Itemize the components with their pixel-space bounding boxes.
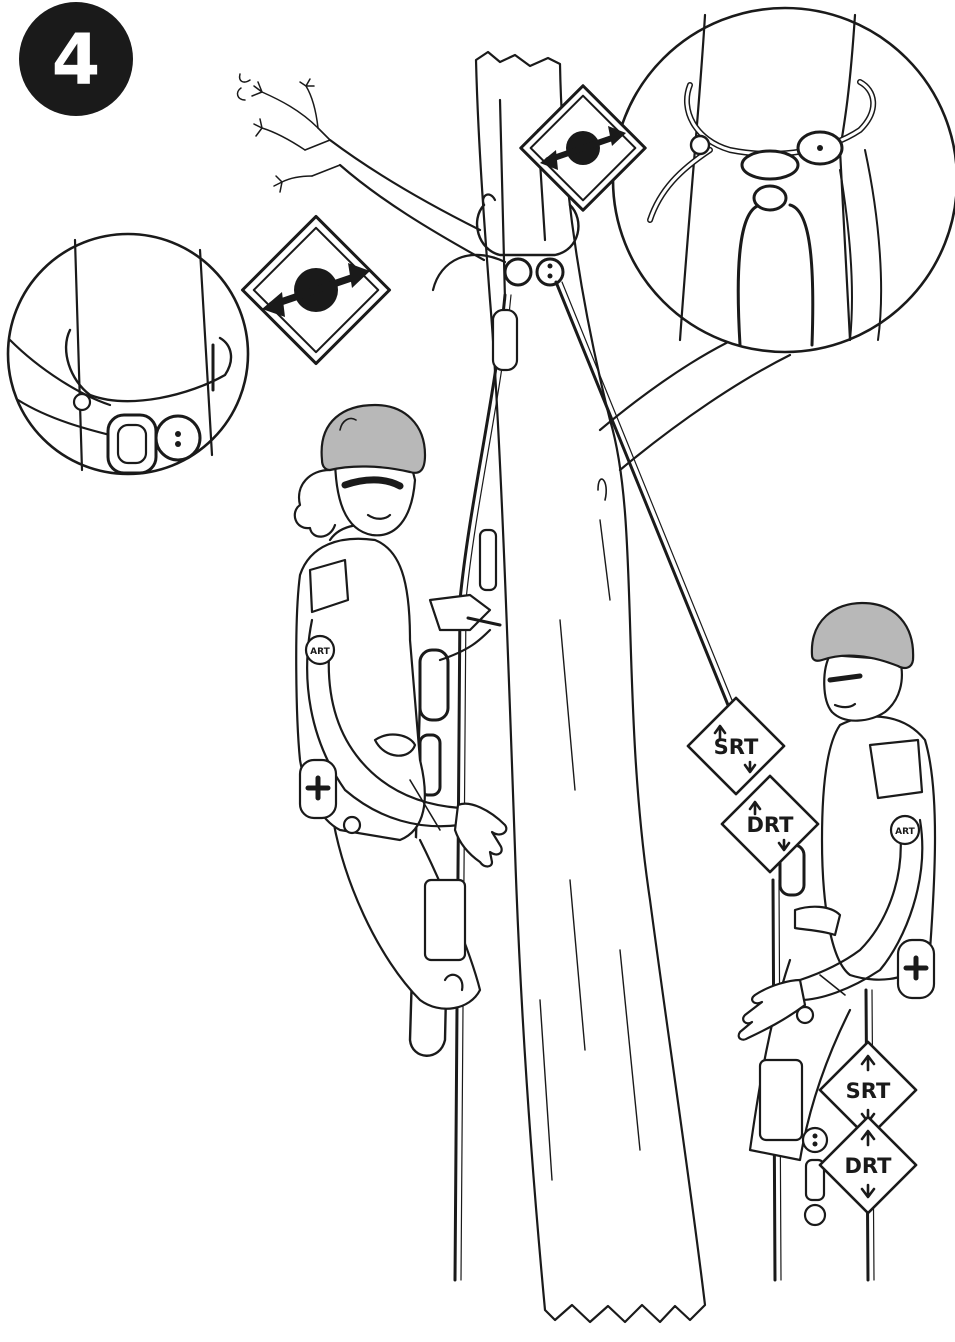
srt-sign-lower-label: SRT — [846, 1079, 891, 1103]
step-number: 4 — [52, 19, 101, 101]
step-badge: 4 — [19, 2, 133, 116]
phone-pouch-right — [760, 1060, 802, 1140]
ring-right — [537, 259, 563, 285]
phone-pouch — [425, 880, 465, 960]
right-climber-face — [824, 655, 902, 721]
left-branch — [330, 140, 480, 230]
pulley-right — [803, 1128, 827, 1152]
callout-right-circle — [613, 8, 955, 352]
drt-sign-upper-label: DRT — [747, 813, 795, 837]
art-patch-right-text: ART — [895, 827, 915, 837]
right-climber: ART — [739, 603, 935, 1225]
drt-sign-lower-label: DRT — [845, 1154, 893, 1178]
callout-right — [613, 8, 955, 352]
art-patch-left-text: ART — [310, 647, 330, 657]
ring-left — [505, 259, 531, 285]
left-climber-helmet — [322, 405, 425, 473]
drt-sign-lower: DRT — [820, 1117, 916, 1213]
rope-exchange-sign-left — [242, 216, 389, 363]
callout-left — [8, 234, 248, 474]
twig-leaves — [238, 74, 318, 192]
left-climber-hand — [455, 804, 506, 867]
